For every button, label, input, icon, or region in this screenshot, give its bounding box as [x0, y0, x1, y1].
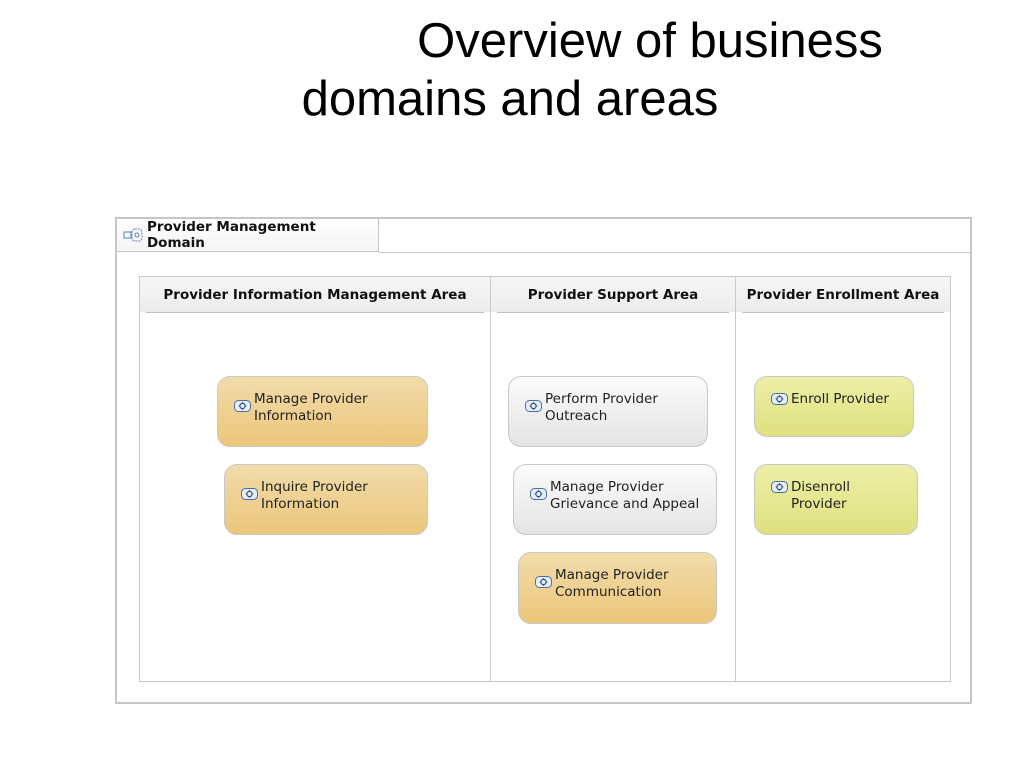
slide-title-line-1: Overview of business [417, 14, 883, 68]
process-icon [241, 488, 258, 500]
area-provider-enrollment: Provider Enrollment Area Enroll Provider… [735, 277, 950, 681]
process-icon [535, 576, 552, 588]
process-manage-provider-grievance-and-appeal[interactable]: Manage Provider Grievance and Appeal [513, 464, 717, 535]
process-icon [234, 400, 251, 412]
area-header-underline [497, 312, 729, 313]
process-icon [530, 488, 547, 500]
area-provider-information-management: Provider Information Management Area Man… [140, 277, 490, 681]
domain-tab-line [379, 252, 970, 253]
area-provider-support: Provider Support Area Perform Provider O… [490, 277, 735, 681]
slide-title: Overview of business domains and areas [200, 12, 960, 128]
domain-label: Provider Management Domain [146, 219, 316, 251]
process-icon [771, 481, 788, 493]
area-header-underline [146, 312, 484, 313]
domain-icon [123, 228, 143, 242]
process-manage-provider-information[interactable]: Manage Provider Information [217, 376, 428, 447]
process-label: Inquire Provider Information [261, 479, 368, 512]
process-label: Manage Provider Communication [555, 567, 669, 600]
area-header: Provider Information Management Area [140, 277, 490, 312]
domain-tab[interactable]: Provider Management Domain [117, 219, 379, 252]
process-label: Manage Provider Information [254, 391, 368, 424]
areas-container: Provider Information Management Area Man… [139, 276, 951, 682]
process-label: Enroll Provider [791, 391, 889, 407]
process-icon [525, 400, 542, 412]
slide-title-line-2: domains and areas [301, 72, 719, 126]
process-disenroll-provider[interactable]: Disenroll Provider [754, 464, 918, 535]
process-enroll-provider[interactable]: Enroll Provider [754, 376, 914, 437]
domain-frame: Provider Management Domain Provider Info… [115, 217, 972, 704]
process-manage-provider-communication[interactable]: Manage Provider Communication [518, 552, 717, 624]
area-header: Provider Support Area [491, 277, 735, 312]
process-inquire-provider-information[interactable]: Inquire Provider Information [224, 464, 428, 535]
area-header: Provider Enrollment Area [736, 277, 950, 312]
process-label: Perform Provider Outreach [545, 391, 658, 424]
process-label: Manage Provider Grievance and Appeal [550, 479, 700, 512]
process-icon [771, 393, 788, 405]
process-label: Disenroll Provider [791, 479, 851, 512]
process-perform-provider-outreach[interactable]: Perform Provider Outreach [508, 376, 708, 447]
area-header-underline [742, 312, 944, 313]
